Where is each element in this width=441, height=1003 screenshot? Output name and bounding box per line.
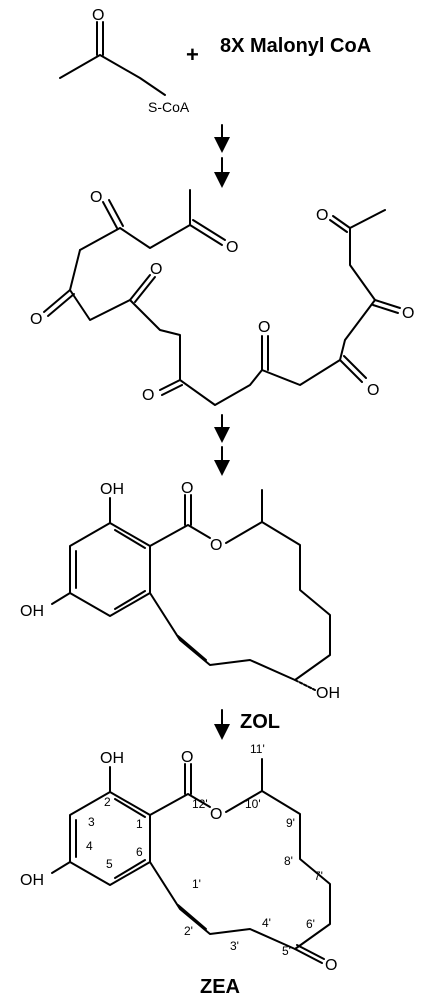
acetyl-coa: O S-CoA [59,7,190,115]
zol-label: ZOL [240,711,280,733]
svg-text:O: O [316,207,328,224]
num-c5: 5 [106,857,113,871]
num-c8p: 8' [284,854,293,868]
zea-structure: OH OH O O O 2 3 4 5 1 6 1' 2' 3' 4' 5' 6… [20,742,337,974]
s-coa-label: S-CoA [148,99,190,115]
zea-ketone-o: O [325,957,337,974]
polyketide-chain: O O O O O O O O O [30,189,414,406]
svg-text:O: O [258,319,270,336]
svg-text:O: O [90,189,102,206]
svg-text:O: O [402,305,414,322]
svg-text:O: O [226,239,238,256]
num-c2p: 2' [184,924,193,938]
num-c4: 4 [86,839,93,853]
svg-text:O: O [142,387,154,404]
zea-ring-o: O [210,806,222,823]
num-c6: 6 [136,845,143,859]
num-c10p: 10' [245,797,261,811]
zol-carbonyl-o: O [181,480,193,497]
zea-oh-top: OH [100,750,124,767]
plus-sign: + [186,42,199,67]
zea-carbonyl-o: O [181,749,193,766]
zol-structure: OH OH O O OH [20,480,340,702]
num-c1: 1 [136,817,143,831]
num-c3p: 3' [230,939,239,953]
num-c6p: 6' [306,917,315,931]
num-c12p: 12' [192,797,208,811]
num-c2: 2 [104,795,111,809]
zol-ring-o: O [210,537,222,554]
zol-oh-side: OH [316,685,340,702]
num-c11p: 11' [250,742,265,756]
num-c7p: 7' [314,869,323,883]
num-c9p: 9' [286,816,295,830]
zol-oh-left: OH [20,603,44,620]
zol-oh-top: OH [100,481,124,498]
svg-text:O: O [30,311,42,328]
malonyl-coa-label: 8X Malonyl CoA [220,35,371,57]
zea-oh-left: OH [20,872,44,889]
zea-label: ZEA [200,976,240,998]
svg-text:O: O [367,382,379,399]
num-c5p: 5' [282,944,291,958]
num-c1p: 1' [192,877,201,891]
num-c4p: 4' [262,916,271,930]
svg-text:O: O [150,261,162,278]
num-c3: 3 [88,815,95,829]
acetyl-carbonyl-o: O [92,7,104,24]
